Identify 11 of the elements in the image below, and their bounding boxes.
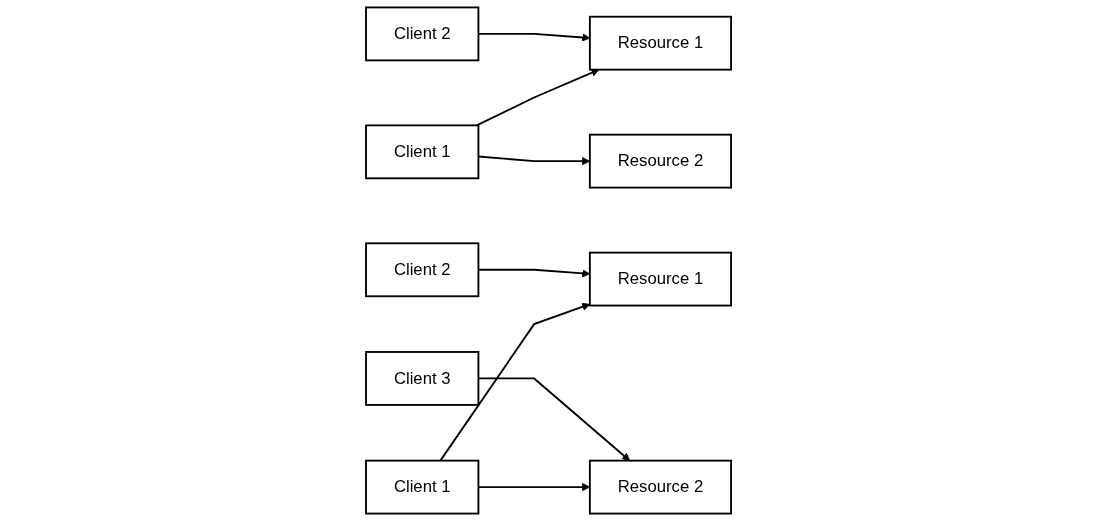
node-box: Resource 1 <box>588 15 732 71</box>
arrow <box>439 302 591 462</box>
node-box: Resource 2 <box>588 133 732 189</box>
node-box: Resource 1 <box>588 251 732 307</box>
node-box: Resource 2 <box>588 459 732 515</box>
node-box: Client 2 <box>365 6 480 62</box>
node-box: Client 1 <box>365 459 480 515</box>
arrow <box>475 68 600 127</box>
node-box: Client 1 <box>365 124 480 180</box>
node-box: Client 3 <box>365 351 480 406</box>
node-box: Client 2 <box>365 242 480 298</box>
